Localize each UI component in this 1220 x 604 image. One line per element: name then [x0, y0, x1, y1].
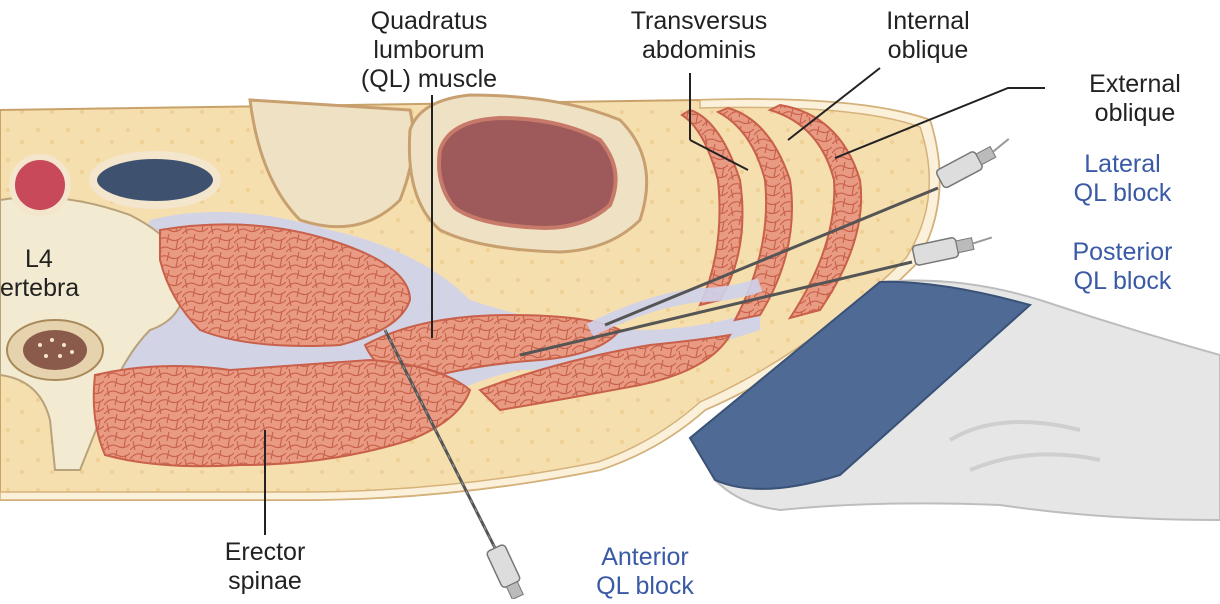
- lateral-block-line-1: Lateral: [1025, 150, 1220, 179]
- needle-hub-anterior: [486, 544, 527, 599]
- spinal-cord: [23, 330, 87, 370]
- needle-hub-lateral: [935, 134, 1015, 189]
- label-transversus-abdominis: Transversus abdominis: [574, 7, 824, 65]
- label-internal-oblique: Internal oblique: [843, 7, 1013, 65]
- vein: [93, 155, 217, 205]
- vertebra-line-1: L4: [0, 245, 150, 274]
- artery: [12, 157, 68, 213]
- label-posterior-ql-block: Posterior QL block: [1025, 238, 1220, 296]
- label-lateral-ql-block: Lateral QL block: [1025, 150, 1220, 208]
- internal-oblique-line-2: oblique: [843, 36, 1013, 65]
- label-anterior-ql-block: Anterior QL block: [545, 543, 745, 601]
- erector-line-1: Erector: [170, 538, 360, 567]
- kidney-inner: [439, 118, 616, 228]
- external-oblique-line-2: oblique: [1050, 99, 1220, 128]
- lateral-block-line-2: QL block: [1025, 179, 1220, 208]
- anterior-block-line-1: Anterior: [545, 543, 745, 572]
- vertebra-line-2: ertebra: [0, 274, 150, 303]
- quadratus-line-2: lumborum: [304, 36, 554, 65]
- external-oblique-line-1: External: [1050, 70, 1220, 99]
- quadratus-line-1: Quadratus: [304, 7, 554, 36]
- label-l4-vertebra: L4 ertebra: [0, 245, 150, 303]
- posterior-block-line-1: Posterior: [1025, 238, 1220, 267]
- quadratus-line-3: (QL) muscle: [304, 65, 554, 94]
- label-external-oblique: External oblique: [1050, 70, 1220, 128]
- posterior-block-line-2: QL block: [1025, 267, 1220, 296]
- anterior-block-line-2: QL block: [545, 572, 745, 601]
- internal-oblique-line-1: Internal: [843, 7, 1013, 36]
- erector-line-2: spinae: [170, 567, 360, 596]
- label-quadratus-lumborum: Quadratus lumborum (QL) muscle: [304, 7, 554, 94]
- transversus-line-2: abdominis: [574, 36, 824, 65]
- transversus-line-1: Transversus: [574, 7, 824, 36]
- label-erector-spinae: Erector spinae: [170, 538, 360, 596]
